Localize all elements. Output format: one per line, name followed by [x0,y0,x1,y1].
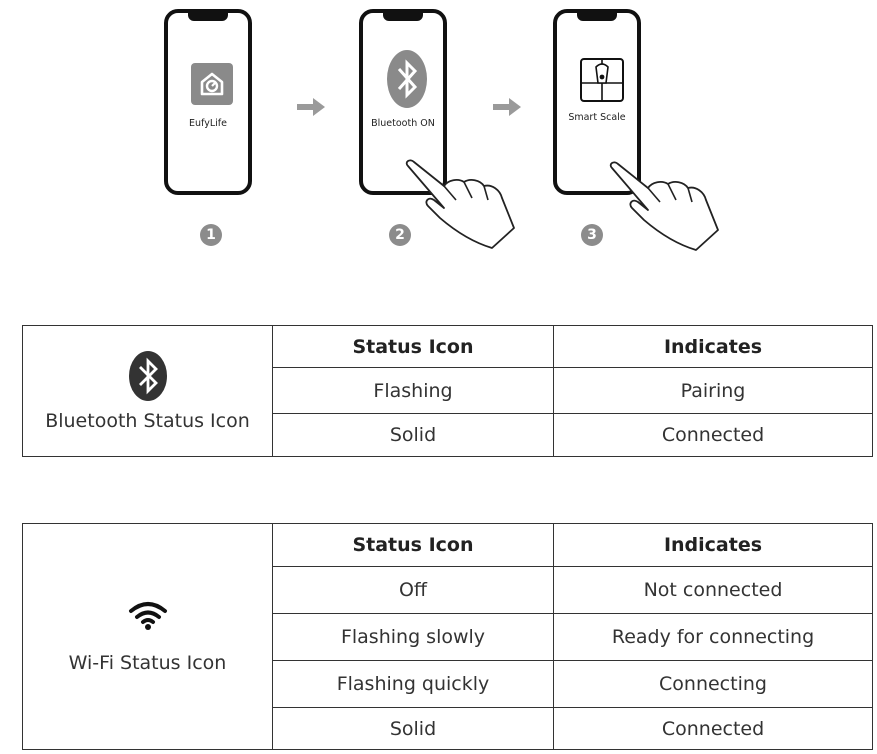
table-cell-status: Flashing quickly [272,660,554,708]
phone-notch [188,12,228,21]
eufylife-app-icon [191,63,233,105]
column-header-indicates: Indicates [553,325,873,368]
bluetooth-status-icon-label: Bluetooth Status Icon [45,410,250,432]
table-cell-indicates: Ready for connecting [553,613,873,661]
table-cell-indicates: Connected [553,413,873,457]
setup-steps-illustration: EufyLife Bluetooth ON Smart [0,0,877,260]
wifi-status-table: Wi-Fi Status Icon Status Icon Indicates … [22,523,873,750]
arrow-right-icon [297,98,325,116]
table-cell-indicates: Connected [553,707,873,750]
bluetooth-icon [128,351,167,401]
phone-screen-label: Smart Scale [568,112,626,123]
phone-step-2: Bluetooth ON [359,9,447,195]
phone-screen-label: Bluetooth ON [371,118,435,129]
table-cell-status: Solid [272,707,554,750]
arrow-right-icon [493,98,521,116]
column-header-status-icon: Status Icon [272,325,554,368]
table-cell-status: Off [272,566,554,614]
table-cell-indicates: Connecting [553,660,873,708]
column-header-status-icon: Status Icon [272,523,554,567]
table-cell-status: Solid [272,413,554,457]
bluetooth-status-table: Bluetooth Status Icon Status Icon Indica… [22,325,873,457]
phone-screen-label: EufyLife [189,118,227,129]
step-number-badge: 1 [200,224,222,246]
wifi-icon [128,601,167,630]
table-cell-status: Flashing [272,367,554,414]
bluetooth-icon-cell: Bluetooth Status Icon [22,325,273,457]
table-cell-status: Flashing slowly [272,613,554,661]
wifi-status-icon-label: Wi-Fi Status Icon [68,651,227,674]
pointing-hand-icon [609,161,719,251]
step-number-badge: 2 [389,224,411,246]
column-header-indicates: Indicates [553,523,873,567]
bluetooth-icon [386,49,428,109]
smart-scale-icon [579,57,625,103]
table-cell-indicates: Pairing [553,367,873,414]
table-cell-indicates: Not connected [553,566,873,614]
wifi-icon-cell: Wi-Fi Status Icon [22,523,273,750]
phone-notch [577,12,617,21]
step-number-badge: 3 [581,224,603,246]
phone-step-1: EufyLife [164,9,252,195]
phone-step-3: Smart Scale [553,9,641,195]
phone-notch [383,12,423,21]
pointing-hand-icon [405,159,515,249]
